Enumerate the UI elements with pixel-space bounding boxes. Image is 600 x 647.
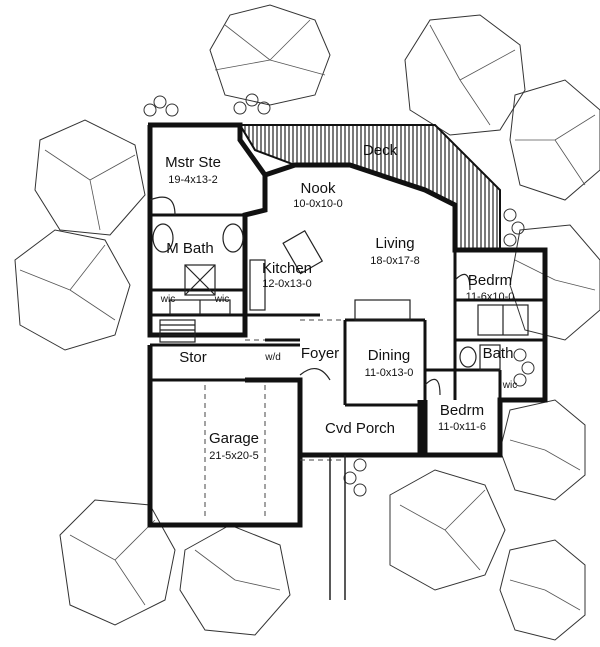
room-mstr-ste-name: Mstr Ste <box>165 154 221 171</box>
room-wic-left-name: wic <box>160 294 175 305</box>
room-living-dim: 18-0x17-8 <box>370 255 420 267</box>
tree <box>14 229 131 351</box>
tree <box>59 499 176 626</box>
room-bedrm-upper-name: Bedrm <box>468 272 512 289</box>
room-deck-name: Deck <box>363 142 398 159</box>
dashed-lines <box>204 319 345 520</box>
room-bedrm-lower-name: Bedrm <box>440 402 484 419</box>
room-dining-dim: 11-0x13-0 <box>365 367 414 379</box>
tree <box>509 224 600 341</box>
fixtures <box>149 196 529 396</box>
tree <box>499 399 586 501</box>
room-bath-name: Bath <box>483 345 514 362</box>
room-bedrm-upper-dim: 11-6x10-0 <box>466 291 515 303</box>
room-cvd-porch-name: Cvd Porch <box>325 420 395 437</box>
room-labels: Mstr Ste 19-4x13-2 Deck Nook 10-0x10-0 M… <box>160 142 517 462</box>
room-living-name: Living <box>375 235 414 252</box>
tree <box>404 14 526 136</box>
tree <box>509 79 600 201</box>
room-mstr-ste-dim: 19-4x13-2 <box>168 174 218 186</box>
room-stor-name: Stor <box>179 349 207 366</box>
room-m-bath-name: M Bath <box>166 240 214 257</box>
room-nook-dim: 10-0x10-0 <box>293 198 343 210</box>
room-garage-name: Garage <box>209 430 259 447</box>
room-kitchen-name: Kitchen <box>262 260 312 277</box>
tree <box>209 4 331 106</box>
tree <box>179 524 291 636</box>
tree <box>34 119 146 236</box>
room-wd-name: w/d <box>264 352 281 363</box>
room-kitchen-dim: 12-0x13-0 <box>262 278 312 290</box>
shrubs <box>143 93 535 497</box>
walkway <box>329 455 346 600</box>
room-nook-name: Nook <box>300 180 336 197</box>
room-dining-name: Dining <box>368 347 411 364</box>
room-foyer-name: Foyer <box>301 345 339 362</box>
tree <box>389 469 506 591</box>
landscaping-trees <box>14 4 600 641</box>
room-wic-right-name: wic <box>502 380 517 391</box>
tree <box>499 539 586 641</box>
interior-walls <box>150 213 545 407</box>
room-bedrm-lower-dim: 11-0x11-6 <box>438 421 486 433</box>
room-garage-dim: 21-5x20-5 <box>209 450 259 462</box>
room-wic-mid-name: wic <box>214 294 229 305</box>
